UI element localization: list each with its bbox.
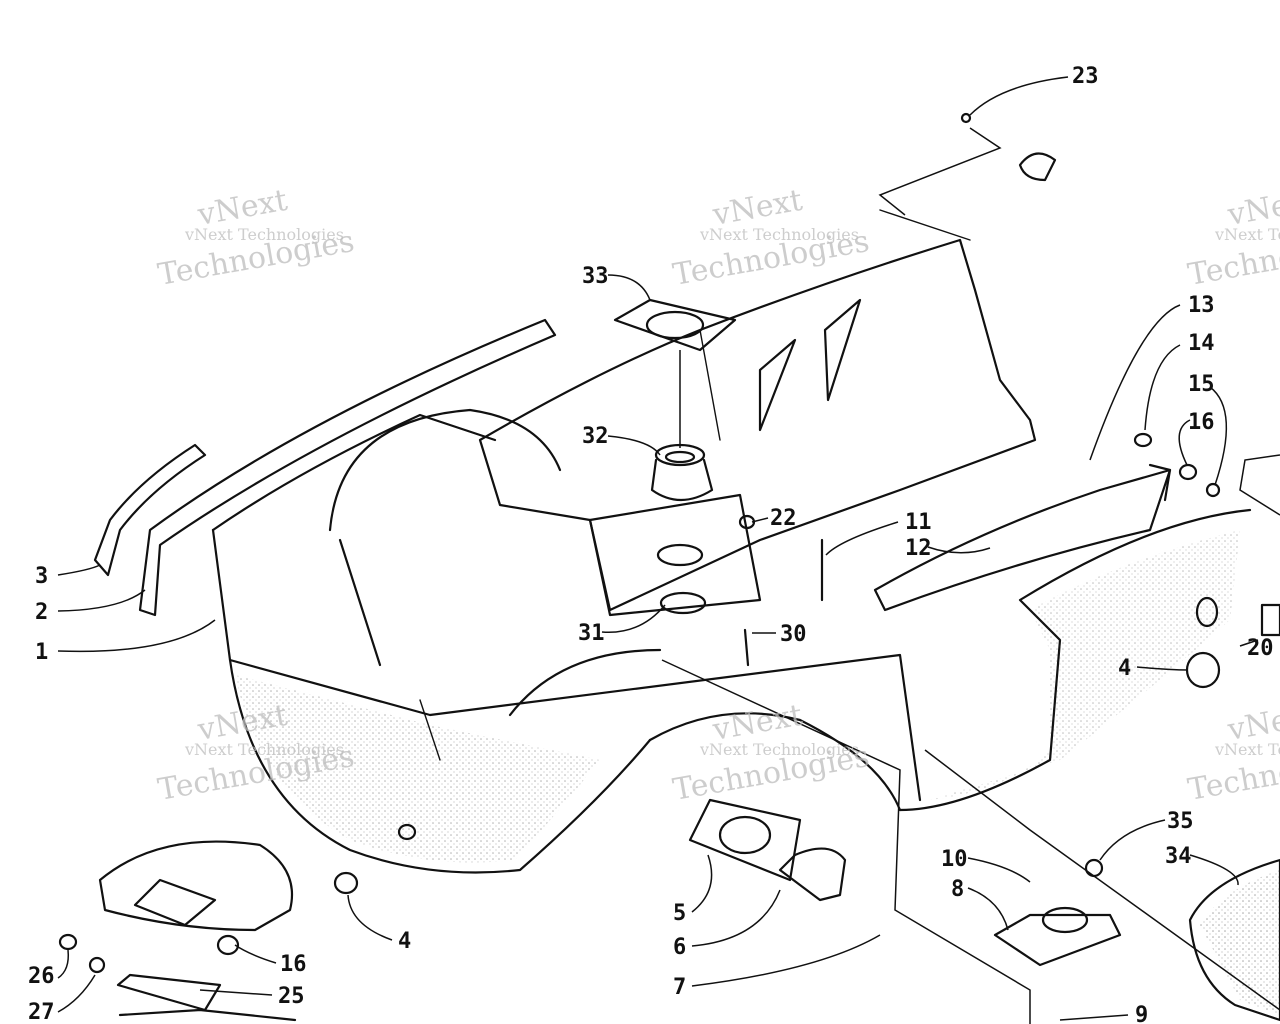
boot-32 [650, 350, 714, 501]
callout-31: 31 [578, 621, 605, 646]
callout-8: 8 [951, 877, 964, 902]
watermark-line2: vNext [1224, 183, 1280, 233]
gasket-33 [613, 298, 737, 352]
leader-lines [57, 76, 1280, 1024]
watermark-line2: vNext [1224, 698, 1280, 748]
callout-3: 3 [35, 564, 48, 589]
callout-34: 34 [1165, 844, 1192, 869]
callout-33: 33 [582, 264, 609, 289]
callout-2: 2 [35, 600, 48, 625]
callout-14: 14 [1188, 331, 1215, 356]
callout-6: 6 [673, 935, 686, 960]
callout-30: 30 [780, 622, 807, 647]
body-pan [211, 408, 1252, 874]
callout-23: 23 [1072, 64, 1099, 89]
bracket-8 [993, 906, 1122, 967]
callout-1: 1 [35, 640, 48, 665]
watermark-line1: vNext Technologies [1214, 225, 1280, 244]
callout-32: 32 [582, 424, 609, 449]
callout-20: 20 [1247, 636, 1274, 661]
callout-numbers: 23 33 32 22 11 12 13 14 15 16 3 2 1 31 3… [28, 64, 1274, 1024]
console-deck [478, 209, 1037, 617]
right-panels [873, 463, 1280, 689]
callout-15: 15 [1188, 372, 1215, 397]
callout-16: 16 [1188, 410, 1215, 435]
trim-rails [93, 318, 557, 617]
callout-11: 11 [905, 510, 932, 535]
callout-13: 13 [1188, 293, 1215, 318]
lower-left-inset [58, 840, 297, 1022]
watermark-line1: vNext Technologies [184, 225, 344, 244]
panel-34 [1188, 858, 1280, 1022]
callout-9: 9 [1135, 1003, 1148, 1024]
callout-4: 4 [398, 929, 411, 954]
watermark-line1: vNext Technologies [699, 740, 859, 759]
watermark-line1: vNext Technologies [184, 740, 344, 759]
lamp-housing [688, 798, 847, 902]
callout-12: 12 [905, 536, 932, 561]
watermark-line1: vNext Technologies [1214, 740, 1280, 759]
callout-22: 22 [770, 506, 797, 531]
callout-7: 7 [673, 975, 686, 1000]
callout-25: 25 [278, 984, 305, 1009]
watermark-line1: vNext Technologies [699, 225, 859, 244]
callout-5: 5 [673, 901, 686, 926]
callout-10: 10 [941, 847, 968, 872]
callout-26: 26 [28, 964, 55, 989]
callout-4: 4 [1118, 656, 1131, 681]
callout-35: 35 [1167, 809, 1194, 834]
knob-23 [960, 112, 1057, 182]
callout-27: 27 [28, 1000, 55, 1024]
callout-16: 16 [280, 952, 307, 977]
